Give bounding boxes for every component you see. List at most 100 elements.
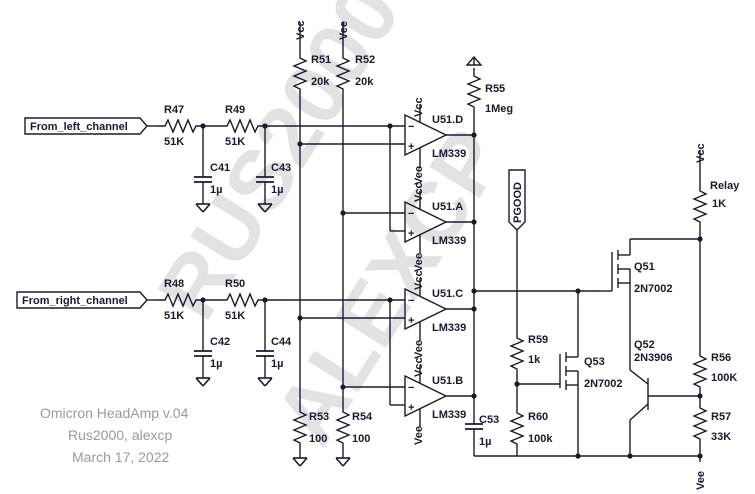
credit-line3: March 17, 2022 <box>72 449 169 465</box>
resistor-r55 <box>467 67 481 115</box>
c41-ref: C41 <box>210 162 230 174</box>
r59-val: 1k <box>528 354 541 366</box>
svg-text:−: − <box>408 208 414 220</box>
r50-ref: R50 <box>225 278 245 290</box>
pgood-section: PGOOD R59 1k R60 100k Q53 2N7002 <box>508 169 623 459</box>
watermark: RUS2000 ALEXCP <box>140 0 523 460</box>
credit-line1: Omicron HeadAmp v.04 <box>40 405 189 421</box>
transistor-q52 <box>627 369 700 459</box>
output-bus: R55 1Meg C53 1µ <box>464 55 700 457</box>
relay-driver: Vcc Relay 1K R56 100K R57 33K Vee <box>600 143 740 490</box>
c53-ref: C53 <box>479 414 499 426</box>
r47-val: 51K <box>164 136 184 148</box>
right-input-label: From_right_channel <box>22 295 128 307</box>
u51c-vee: Vee <box>413 340 425 359</box>
r55-ref: R55 <box>485 83 505 95</box>
c41-val: 1µ <box>210 184 222 196</box>
transistor-q53 <box>559 288 581 459</box>
relay-supply-label: Vcc <box>695 143 707 163</box>
q53-part: 2N7002 <box>584 378 623 390</box>
resistor-r59 <box>510 329 524 377</box>
relay-val: 1K <box>712 198 726 210</box>
c53-val: 1µ <box>479 436 491 448</box>
r55-val: 1Meg <box>485 103 513 115</box>
r52-supply-label: Vee <box>338 21 350 40</box>
u51b-vee: Vee <box>413 426 425 445</box>
q52-ref: Q52 <box>634 339 655 351</box>
pgood-port <box>508 169 526 231</box>
u51d-part: LM339 <box>432 148 466 160</box>
svg-text:−: − <box>408 121 414 133</box>
u51d-vcc: Vcc <box>413 97 425 117</box>
relay-ref: Relay <box>710 180 740 192</box>
left-input-port <box>24 117 148 135</box>
pgood-label: PGOOD <box>512 182 524 223</box>
r51-val: 20k <box>311 76 330 88</box>
u51d-ref: U51.D <box>432 114 463 126</box>
svg-text:−: − <box>408 295 414 307</box>
reference-dividers: Vcc R51 20k R53 100 Vee R52 20k R54 100 <box>292 20 405 467</box>
q52-part: 2N3906 <box>634 352 673 364</box>
resistor-r56 <box>693 347 707 395</box>
r49-val: 51K <box>225 136 245 148</box>
u51a-vcc: Vcc <box>413 182 425 202</box>
r60-ref: R60 <box>528 411 548 423</box>
r57-val: 33K <box>711 431 731 443</box>
r56-val: 100K <box>711 372 737 384</box>
resistor-r57 <box>693 399 707 447</box>
r47-ref: R47 <box>164 104 184 116</box>
q53-ref: Q53 <box>584 356 605 368</box>
credit-line2: Rus2000, alexcp <box>68 427 173 443</box>
u51b-part: LM339 <box>432 409 466 421</box>
svg-text:+: + <box>408 141 414 153</box>
r48-val: 51K <box>164 310 184 322</box>
u51a-vee: Vee <box>413 253 425 272</box>
r54-val: 100 <box>352 433 370 445</box>
r49-ref: R49 <box>225 104 245 116</box>
r52-ref: R52 <box>355 54 375 66</box>
r54-ref: R54 <box>352 411 373 423</box>
right-input-port <box>16 291 148 309</box>
left-input-label: From_left_channel <box>30 121 128 133</box>
svg-text:+: + <box>408 315 414 327</box>
c43-ref: C43 <box>271 162 291 174</box>
comparator-u51d: − + Vcc Vee U51.D LM339 <box>404 97 474 185</box>
u51a-ref: U51.A <box>432 201 463 213</box>
r53-ref: R53 <box>309 411 329 423</box>
svg-text:+: + <box>408 402 414 414</box>
comparator-u51b: − + Vcc Vee U51.B LM339 <box>404 357 474 445</box>
q51-ref: Q51 <box>634 261 655 273</box>
u51c-ref: U51.C <box>432 288 463 300</box>
credits: Omicron HeadAmp v.04 Rus2000, alexcp Mar… <box>40 405 189 465</box>
transistor-q51 <box>600 238 700 370</box>
q51-part: 2N7002 <box>634 283 673 295</box>
r60-val: 100k <box>528 433 553 445</box>
r57-ref: R57 <box>711 411 731 423</box>
comparator-u51c: − + Vcc Vee U51.C LM339 <box>404 270 474 359</box>
r51-ref: R51 <box>311 54 331 66</box>
right-input-section: From_right_channel R48 51K R50 51K C42 1… <box>16 278 405 387</box>
c44-val: 1µ <box>271 358 283 370</box>
left-input-section: From_left_channel R47 51K R49 51K C41 1µ… <box>24 104 405 213</box>
resistor-r60 <box>510 404 524 452</box>
c43-val: 1µ <box>271 184 283 196</box>
u51b-vcc: Vcc <box>413 357 425 377</box>
r48-ref: R48 <box>164 278 184 290</box>
svg-text:−: − <box>408 382 414 394</box>
bottom-supply-label: Vee <box>695 471 707 490</box>
r50-val: 51K <box>225 310 245 322</box>
r52-val: 20k <box>355 76 374 88</box>
svg-text:+: + <box>408 228 414 240</box>
u51c-part: LM339 <box>432 322 466 334</box>
comparator-u51a: − + Vcc Vee U51.A LM339 <box>404 182 474 272</box>
r59-ref: R59 <box>528 334 548 346</box>
resistor-relay <box>693 182 707 230</box>
r51-supply-label: Vcc <box>295 20 307 40</box>
u51b-ref: U51.B <box>432 375 463 387</box>
r56-ref: R56 <box>711 352 731 364</box>
c42-val: 1µ <box>210 358 222 370</box>
c42-ref: C42 <box>210 336 230 348</box>
u51a-part: LM339 <box>432 235 466 247</box>
u51d-vee: Vee <box>413 166 425 185</box>
